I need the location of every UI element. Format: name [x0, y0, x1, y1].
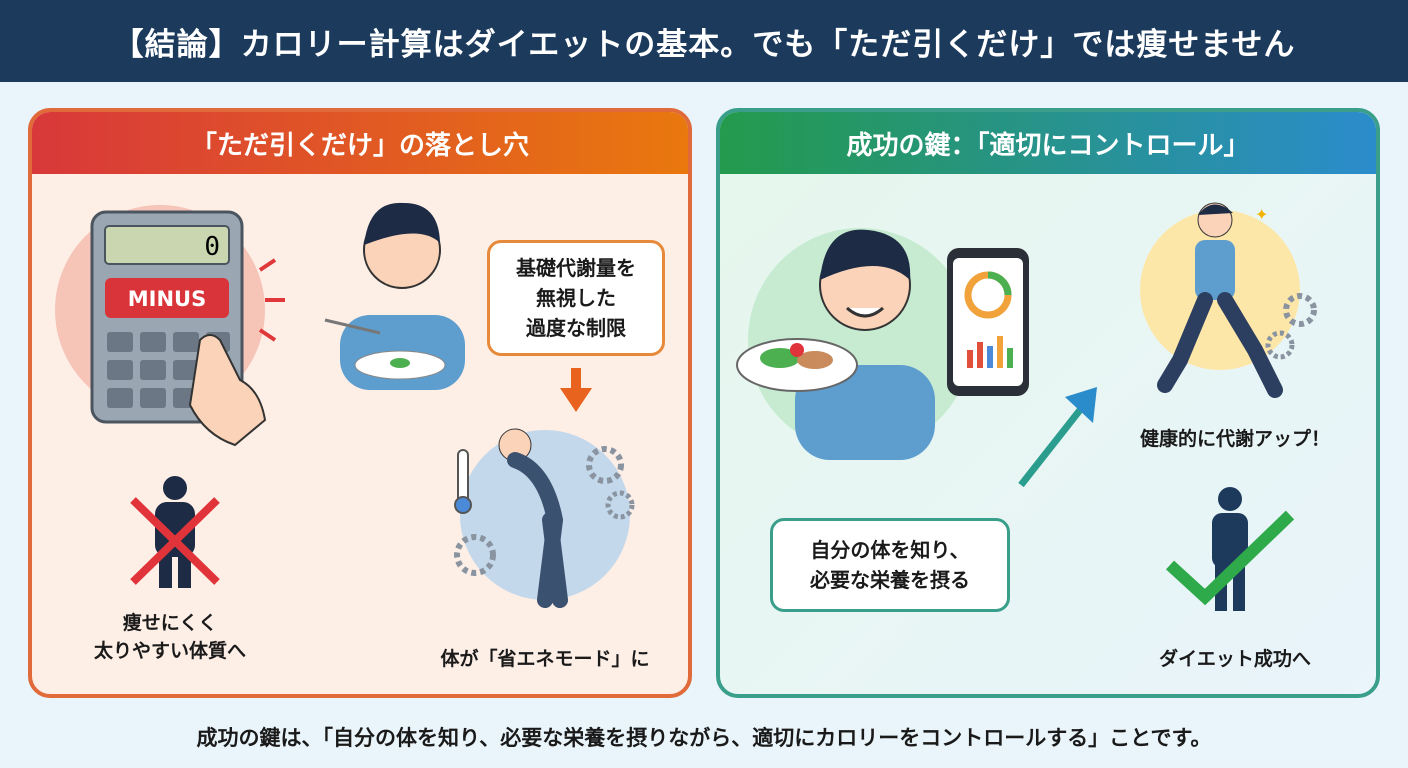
summary-text: 成功の鍵は、「自分の体を知り、必要な栄養を摂りながら、適切にカロリーをコントロー… — [196, 726, 1212, 750]
bubble-line: 基礎代謝量を — [516, 256, 636, 280]
gear-icon — [586, 446, 624, 484]
bubble-line: 過度な制限 — [526, 316, 626, 340]
body-type-caption: 痩せにくく太りやすい体質へ — [80, 610, 260, 665]
sparkle-icon: ✦ — [1255, 205, 1268, 224]
arrow-up-right-icon — [1018, 387, 1097, 488]
tired-person-illustration — [454, 428, 635, 608]
gear-icon — [1283, 293, 1317, 327]
happy-person-with-plate-and-phone — [736, 228, 1029, 460]
restriction-bubble: 基礎代謝量を無視した過度な制限 — [487, 240, 665, 356]
caption-line: 太りやすい体質へ — [93, 639, 246, 662]
calculator-display: 0 — [204, 232, 220, 262]
bubble-line: 無視した — [536, 286, 616, 310]
gear-icon — [1265, 330, 1295, 360]
page-title: 【結論】カロリー計算はダイエットの基本。でも「ただ引くだけ」では痩せません — [0, 0, 1408, 82]
sad-eating-person — [324, 202, 465, 390]
energy-saving-caption: 体が「省エネモード」に — [440, 648, 650, 670]
metabolism-caption: 健康的に代謝アップ！ — [1139, 428, 1330, 450]
minus-button: MINUS — [128, 287, 206, 311]
clock-gear-icon — [454, 534, 496, 576]
calculator-illustration: 0 MINUS — [55, 205, 285, 447]
running-person-illustration: ✦ — [1140, 202, 1317, 398]
success-body-check-icon — [1165, 487, 1295, 611]
success-caption: ダイエット成功へ — [1159, 648, 1311, 670]
crossed-body-icon — [130, 476, 220, 588]
finger-icon — [188, 334, 267, 447]
caption-line: 痩せにくく — [122, 612, 218, 634]
success-panel-title: 成功の鍵：「適切にコントロール」 — [720, 112, 1376, 174]
gear-icon — [605, 490, 635, 520]
arrow-down-icon — [560, 368, 592, 412]
bubble-line: 自分の体を知り、 — [810, 538, 970, 562]
bubble-line: 必要な栄養を摂る — [810, 568, 970, 592]
pitfall-panel-title: 「ただ引くだけ」の落とし穴 — [32, 112, 688, 174]
know-body-bubble: 自分の体を知り、必要な栄養を摂る — [770, 518, 1010, 612]
